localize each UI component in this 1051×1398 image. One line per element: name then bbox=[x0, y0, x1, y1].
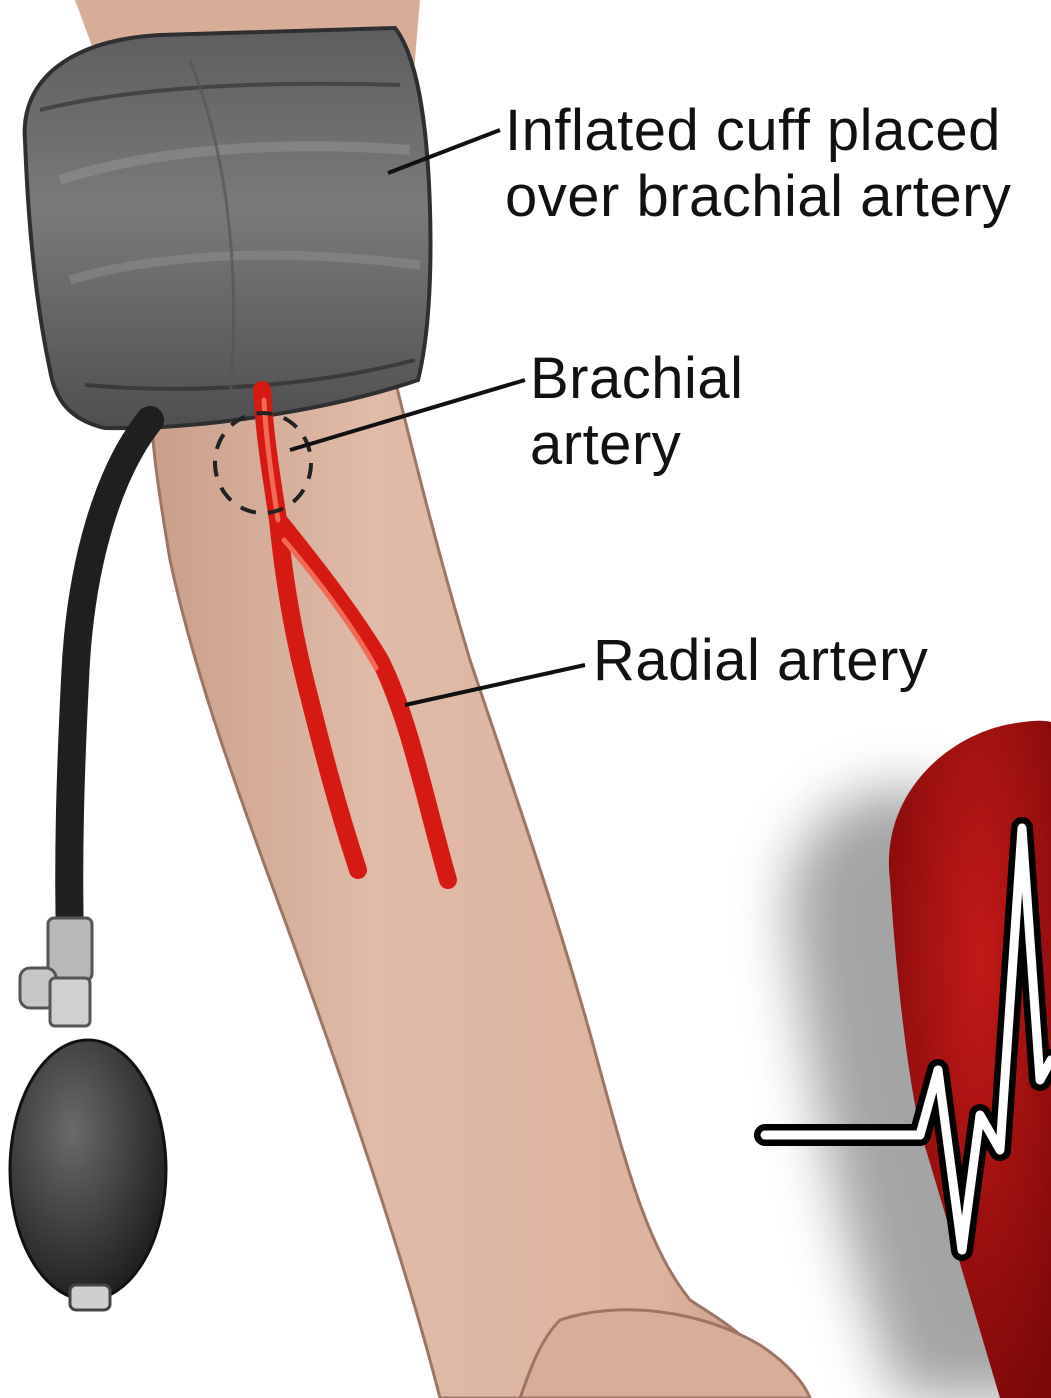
brachial-artery-label: Brachial artery bbox=[530, 346, 744, 478]
cuff-label-line-2: over brachial artery bbox=[505, 164, 1011, 230]
radial-artery-label: Radial artery bbox=[593, 628, 928, 694]
brachial-label-line-1: Brachial bbox=[530, 346, 744, 412]
hand bbox=[520, 1310, 810, 1398]
inflation-tube bbox=[69, 420, 150, 940]
cuff-label: Inflated cuff placed over brachial arter… bbox=[505, 98, 1011, 230]
brachial-label-line-2: artery bbox=[530, 412, 744, 478]
blood-pressure-cuff bbox=[25, 28, 431, 428]
inflation-bulb bbox=[10, 918, 166, 1310]
radial-label-line-1: Radial artery bbox=[593, 628, 928, 694]
cuff-label-line-1: Inflated cuff placed bbox=[505, 98, 1011, 164]
forearm bbox=[150, 380, 790, 1398]
